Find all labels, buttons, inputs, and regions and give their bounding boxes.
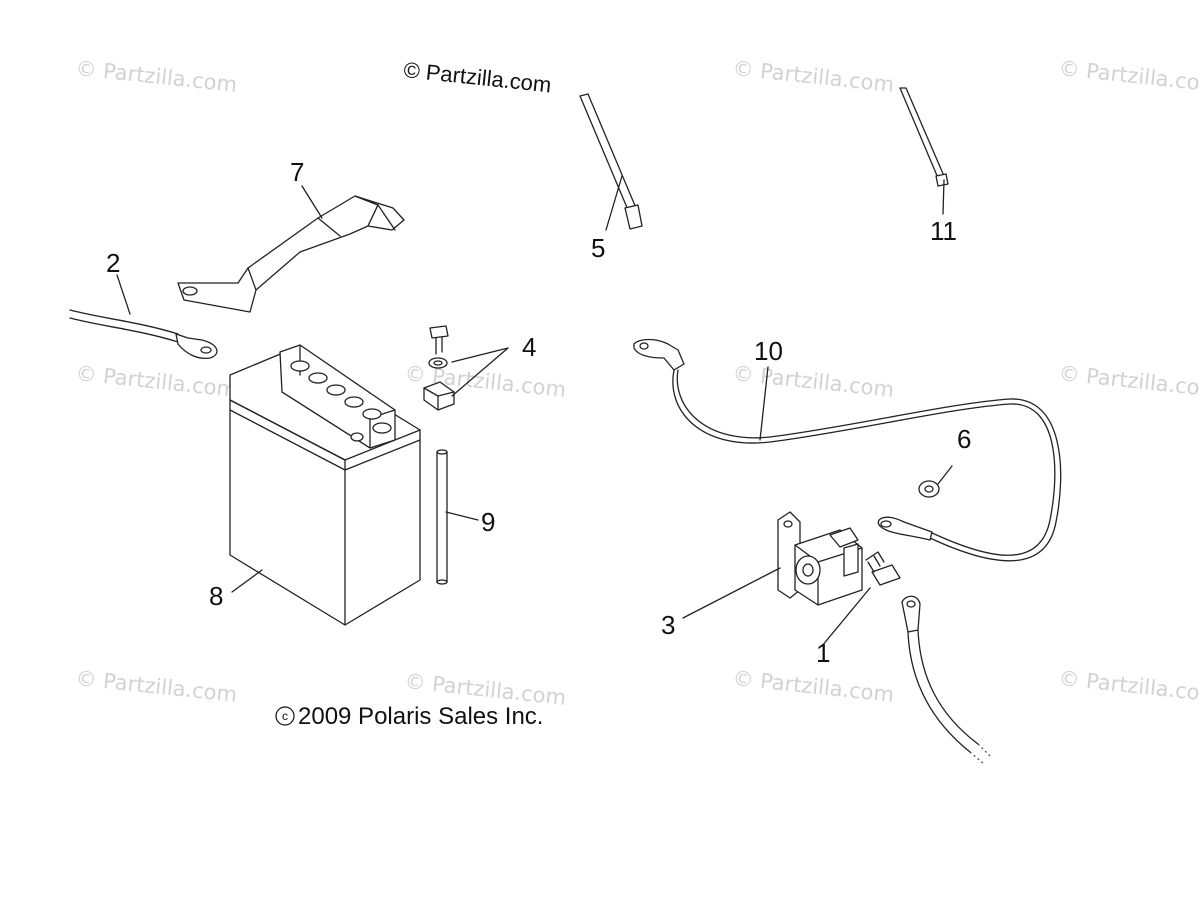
ground-cable [901, 595, 991, 765]
callout-9: 9 [481, 507, 495, 537]
site-mark: © Partzilla.com [402, 57, 552, 97]
callout-8: 8 [209, 581, 223, 611]
watermark: © Partzilla.com [1057, 666, 1200, 707]
part-10-cable [633, 338, 1062, 562]
watermark: © Partzilla.com [1057, 56, 1200, 97]
leader-lines [116, 175, 953, 647]
watermark: © Partzilla.com [731, 666, 895, 707]
part-7-bracket [177, 195, 405, 313]
part-6-nut [918, 480, 940, 498]
callout-5: 5 [591, 233, 605, 263]
part-11-strap [899, 87, 949, 187]
callout-11: 11 [930, 216, 957, 246]
callout-4: 4 [522, 332, 536, 362]
part-2-cable [69, 309, 218, 360]
watermark: © Partzilla.com [731, 56, 895, 97]
part-4-hardware [423, 325, 509, 411]
watermark: © Partzilla.com [74, 56, 238, 97]
callout-3: 3 [661, 610, 675, 640]
copyright-circle [275, 706, 295, 726]
callout-labels: 1 2 3 4 5 6 7 8 9 10 11 [106, 157, 971, 668]
watermark: © Partzilla.com [1057, 361, 1200, 402]
part-3-solenoid [777, 511, 863, 606]
watermark: © Partzilla.com [74, 666, 238, 707]
copyright-notice: c 2009 Polaris Sales Inc. [275, 703, 543, 730]
watermark: © Partzilla.com [74, 361, 238, 402]
callout-6: 6 [957, 424, 971, 454]
callout-1: 1 [816, 638, 830, 668]
callout-10: 10 [754, 336, 783, 366]
part-9-tube [436, 449, 448, 585]
watermark: © Partzilla.com [731, 361, 895, 402]
part-1-screw [865, 551, 901, 586]
part-5-strap [579, 93, 643, 230]
copyright-symbol: c [282, 709, 288, 723]
part-8-battery [229, 344, 421, 626]
callout-2: 2 [106, 248, 120, 278]
callout-7: 7 [290, 157, 304, 187]
copyright-text: 2009 Polaris Sales Inc. [298, 703, 543, 730]
